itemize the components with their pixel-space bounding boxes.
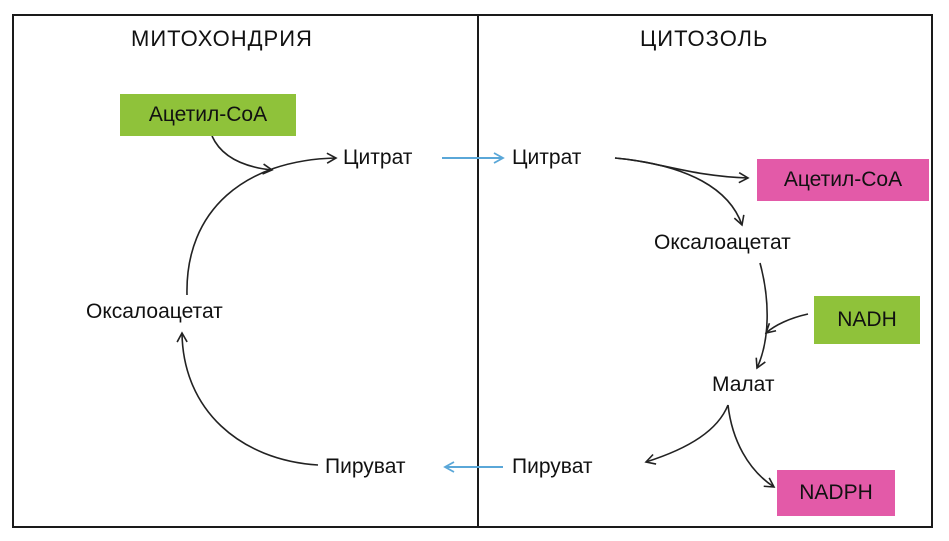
arrow-pyruvate-to-oxaloacetate: [176, 331, 319, 466]
mito-oxaloacetate-label: Оксалоацетат: [86, 300, 223, 323]
diagram-frame: [12, 14, 933, 528]
cyto-malate-label: Малат: [712, 373, 775, 396]
cyto-nadh-box: NADH: [814, 296, 920, 344]
arrow-nadh-input: [764, 313, 809, 335]
compartment-label-mitochondria: МИТОХОНДРИЯ: [131, 26, 313, 51]
arrow-malate-to-pyruvate: [644, 404, 729, 465]
cyto-acetyl-coa-box: Ацетил-CoA: [757, 159, 929, 201]
arrow-citrate-to-oxaloacetate: [614, 157, 745, 227]
cyto-oxaloacetate-label: Оксалоацетат: [654, 231, 791, 254]
arrow-oxaloacetate-to-malate: [755, 262, 768, 370]
mito-citrate-label: Цитрат: [343, 146, 413, 169]
cyto-nadph-box: NADPH: [777, 470, 895, 516]
arrow-acetylcoa-to-citrate: [211, 135, 274, 175]
membrane-divider: [477, 14, 479, 528]
arrow-malate-to-nadph: [727, 404, 776, 488]
compartment-label-cytosol: ЦИТОЗОЛЬ: [640, 26, 769, 51]
mito-acetyl-coa-box: Ацетил-CoA: [120, 94, 296, 136]
cyto-pyruvate-label: Пируват: [512, 455, 593, 478]
cyto-citrate-label: Цитрат: [512, 146, 582, 169]
mito-pyruvate-label: Пируват: [325, 455, 406, 478]
arrow-oxaloacetate-to-citrate: [186, 152, 338, 296]
